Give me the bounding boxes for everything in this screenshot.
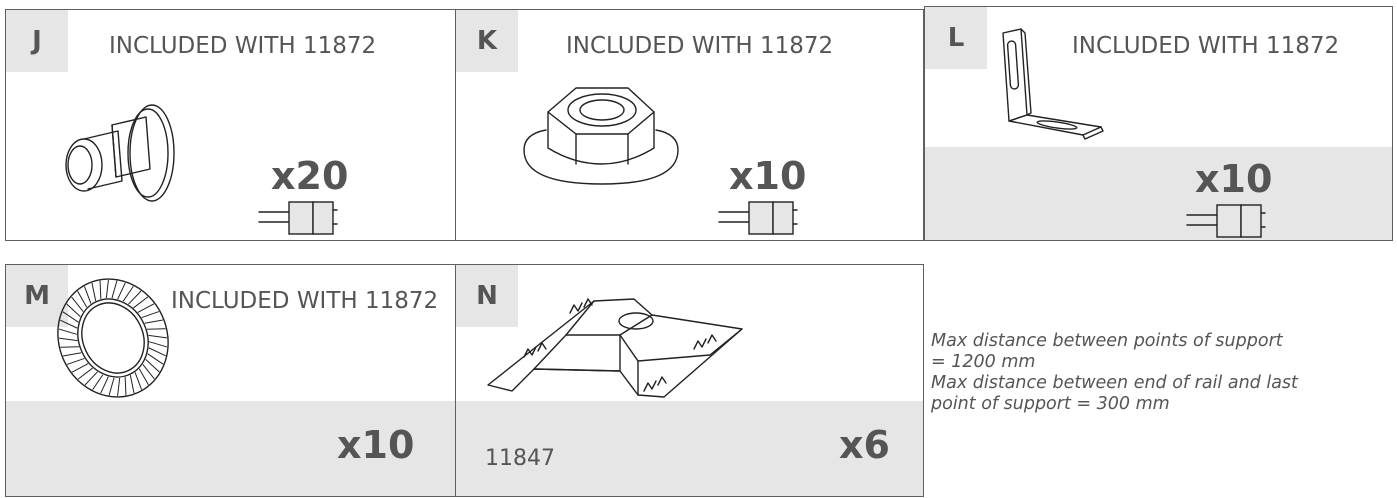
carriage-bolt-icon [65,104,175,202]
angle-bracket-icon [1002,28,1104,140]
quantity-band [925,147,1392,240]
panel-heading: INCLUDED WITH 11872 [109,33,377,59]
panel-n: N 11847 x6 [455,264,924,497]
quantity: x10 [1195,157,1273,201]
support-distance-note: Max distance between points of support =… [931,331,1361,415]
panel-l: L INCLUDED WITH 11872 x10 [924,6,1393,241]
panel-k: K INCLUDED WITH 11872 x10 [455,9,924,241]
panel-letter: N [456,265,518,327]
panel-letter: J [6,10,68,72]
note-line: point of support = 300 mm [931,394,1170,414]
note-line: Max distance between end of rail and las… [931,373,1298,393]
part-code: 11847 [485,446,555,471]
panel-letter: L [925,7,987,69]
quantity-band [456,401,923,496]
panel-heading: INCLUDED WITH 11872 [1072,33,1340,59]
quantity: x10 [337,423,415,467]
note-line: Max distance between points of support [931,331,1283,351]
connector-icon [258,201,338,235]
flange-nut-icon [523,87,679,185]
quantity-band [6,401,455,496]
note-line: = 1200 mm [931,352,1036,372]
panel-m: M INCLUDED WITH 11872 x10 [5,264,456,497]
serrated-washer-icon [57,278,169,398]
quantity: x20 [271,154,349,198]
panel-heading: INCLUDED WITH 11872 [566,33,834,59]
connector-icon [718,201,798,235]
quantity: x10 [729,154,807,198]
panel-j: J INCLUDED WITH 11872 x20 [5,9,456,241]
panel-letter: M [6,265,68,327]
panel-letter: K [456,10,518,72]
quantity: x6 [839,423,890,467]
panel-heading: INCLUDED WITH 11872 [171,288,439,314]
rail-support-plate-icon [487,298,743,398]
connector-icon [1186,204,1266,238]
